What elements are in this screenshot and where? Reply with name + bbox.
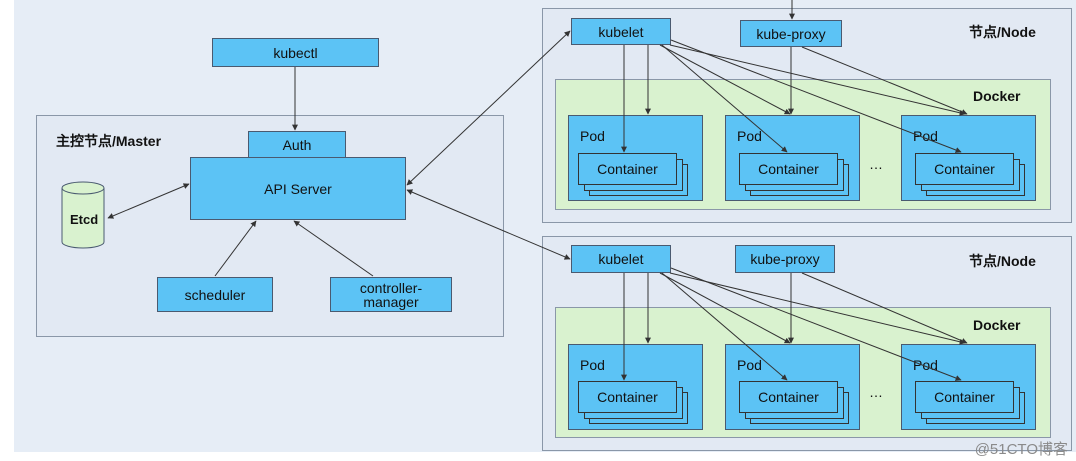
watermark: @51CTO博客	[974, 441, 1068, 458]
controller-to-api-arrow	[293, 220, 374, 277]
etcd-api-arrow	[107, 183, 190, 219]
arrow	[669, 44, 966, 116]
ellipsis: …	[869, 156, 883, 172]
etcd-cylinder	[61, 181, 105, 249]
container-box: Container	[915, 381, 1014, 413]
pod-label: Pod	[913, 128, 938, 144]
node-title-1: 节点/Node	[969, 24, 1036, 40]
container-box: Container	[915, 153, 1014, 185]
auth-box: Auth	[248, 131, 346, 158]
kubelet-box-1: kubelet	[571, 18, 671, 45]
node-title-2: 节点/Node	[969, 253, 1036, 269]
docker-label-2: Docker	[973, 317, 1021, 333]
arrow	[669, 272, 966, 345]
scheduler-box: scheduler	[157, 277, 273, 312]
kube-proxy-box-2: kube-proxy	[735, 245, 835, 273]
kube-proxy-box-1: kube-proxy	[740, 20, 842, 47]
arrow	[670, 267, 962, 381]
container-box: Container	[739, 153, 838, 185]
arrow	[801, 46, 968, 115]
pod-label: Pod	[737, 357, 762, 373]
ellipsis: …	[869, 384, 883, 400]
docker-label-1: Docker	[973, 88, 1021, 104]
api-to-node1-kubelet-arrow	[406, 30, 571, 186]
scheduler-to-api-arrow	[214, 220, 257, 277]
kubelet-box-2: kubelet	[571, 245, 671, 273]
arrow	[661, 272, 788, 381]
pod-label: Pod	[737, 128, 762, 144]
master-title: 主控节点/Master	[56, 133, 162, 149]
arrow	[670, 39, 962, 153]
container-box: Container	[578, 381, 677, 413]
arrow	[659, 44, 791, 115]
etcd-label: Etcd	[70, 212, 99, 227]
pod-label: Pod	[580, 128, 605, 144]
container-box: Container	[739, 381, 838, 413]
kubectl-box: kubectl	[212, 38, 379, 67]
api-to-node2-kubelet-arrow	[406, 189, 571, 260]
arrow	[659, 272, 791, 344]
pod-label: Pod	[580, 357, 605, 373]
arrow	[661, 44, 788, 153]
controller-manager-box: controller- manager	[330, 277, 452, 312]
api-server-box: API Server	[190, 157, 406, 220]
container-box: Container	[578, 153, 677, 185]
arrow	[801, 272, 968, 344]
